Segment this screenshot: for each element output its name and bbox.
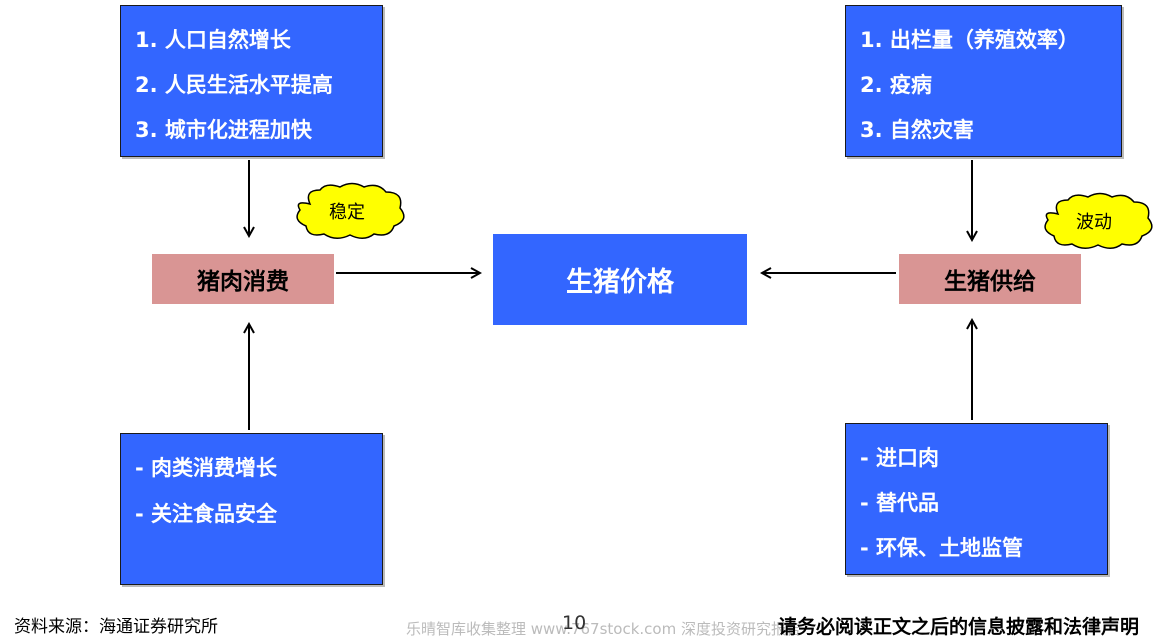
supply-constraint-item: - 进口肉 <box>860 446 940 470</box>
consumption-trends-box: - 肉类消费增长 - 关注食品安全 <box>120 433 383 585</box>
cloud-right-label: 波动 <box>1076 212 1112 233</box>
disclaimer-text: 请务必阅读正文之后的信息披露和法律声明 <box>778 616 1140 638</box>
page-number: 10 <box>562 612 587 634</box>
hog-supply-node: 生猪供给 <box>899 254 1081 304</box>
supply-constraint-item: - 环保、土地监管 <box>860 536 1024 560</box>
supply-drivers-box: 1. 出栏量（养殖效率） 2. 疫病 3. 自然灾害 <box>845 5 1122 157</box>
consumption-driver-item: 2. 人民生活水平提高 <box>135 73 333 97</box>
consumption-driver-item: 1. 人口自然增长 <box>135 28 291 52</box>
supply-driver-item: 3. 自然灾害 <box>860 118 974 142</box>
consumption-drivers-box: 1. 人口自然增长 2. 人民生活水平提高 3. 城市化进程加快 <box>120 5 383 157</box>
cloud-left-label: 稳定 <box>329 202 365 223</box>
consumption-driver-item: 3. 城市化进程加快 <box>135 118 312 142</box>
consumption-trend-item: - 关注食品安全 <box>135 502 278 526</box>
hog-price-node: 生猪价格 <box>493 234 747 325</box>
supply-constraints-box: - 进口肉 - 替代品 - 环保、土地监管 <box>845 423 1108 575</box>
cloud-left-shape <box>296 182 405 239</box>
pork-consumption-node: 猪肉消费 <box>152 254 334 304</box>
supply-constraint-item: - 替代品 <box>860 491 940 515</box>
supply-driver-item: 2. 疫病 <box>860 73 932 97</box>
consumption-trend-item: - 肉类消费增长 <box>135 456 278 480</box>
source-note: 资料来源：海通证券研究所 <box>14 617 218 637</box>
watermark-text: 乐晴智库收集整理 www.767stock.com 深度投资研究报告 <box>406 620 801 638</box>
supply-driver-item: 1. 出栏量（养殖效率） <box>860 28 1079 52</box>
cloud-right-shape <box>1044 192 1153 249</box>
